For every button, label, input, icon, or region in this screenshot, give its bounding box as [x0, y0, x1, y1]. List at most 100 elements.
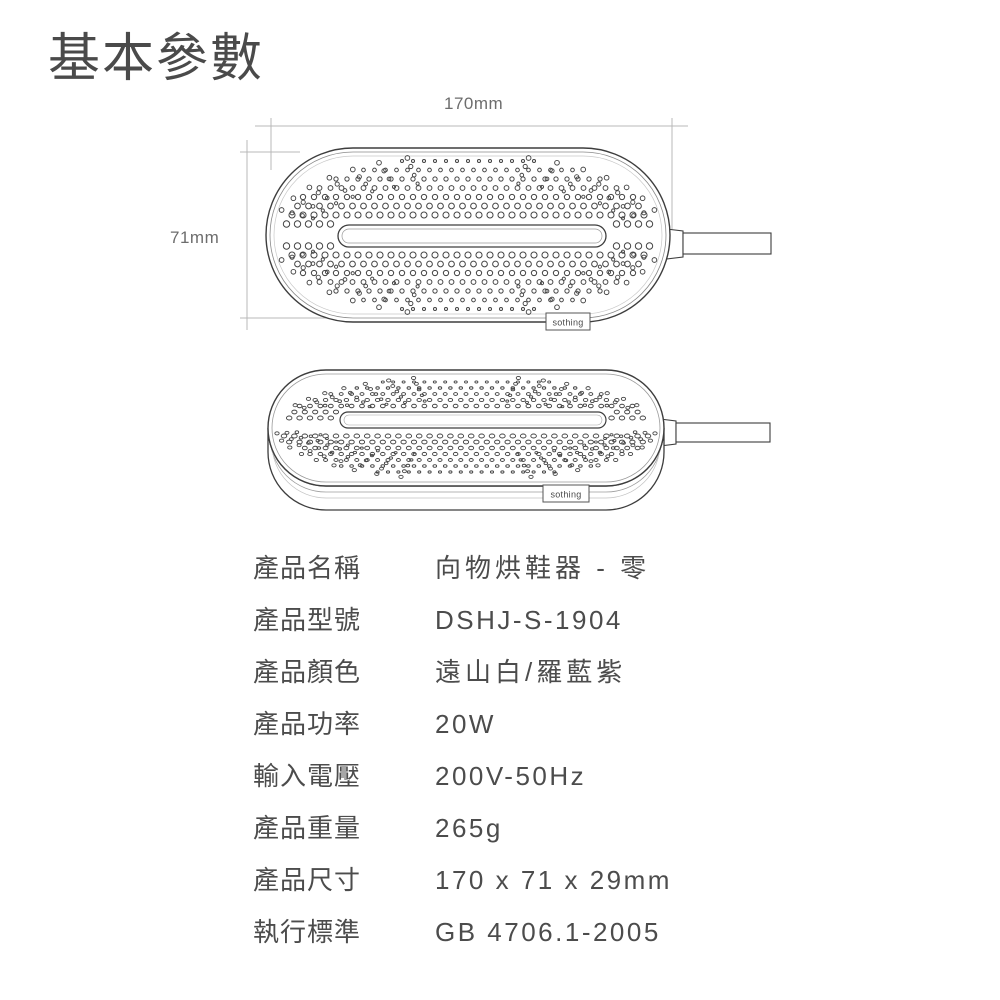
perforation-hole [540, 378, 546, 383]
perforation-hole [326, 174, 333, 181]
perforation-hole [631, 213, 636, 218]
perforation-hole [526, 464, 531, 468]
perforation-hole [492, 202, 499, 210]
perforation-hole [427, 458, 433, 462]
perforation-hole [400, 439, 407, 445]
perforation-hole [325, 443, 330, 447]
perforation-hole [589, 447, 595, 451]
perforation-hole [393, 185, 400, 191]
perspective-center-slot [339, 411, 607, 429]
perforation-hole [341, 386, 347, 391]
spec-value: 265g [435, 813, 503, 843]
perforation-hole [327, 415, 335, 421]
perforation-hole [623, 433, 631, 439]
perforation-hole [408, 163, 414, 170]
perforation-hole [403, 400, 407, 404]
perforation-hole [421, 451, 428, 457]
perforation-hole [613, 409, 620, 415]
perforation-hole [448, 279, 455, 285]
perforation-hole [459, 260, 466, 268]
perforation-hole [322, 397, 329, 403]
perforation-hole [515, 403, 521, 409]
perforation-hole [344, 288, 350, 294]
perforation-hole [484, 380, 489, 384]
perforation-hole [602, 260, 609, 268]
perforation-hole [499, 458, 505, 462]
perspective-view-cable [651, 417, 771, 448]
perforation-hole [315, 190, 321, 196]
perforation-hole [497, 269, 505, 277]
perforation-hole [541, 386, 547, 390]
perforation-hole [381, 168, 387, 174]
perforation-hole [513, 381, 519, 386]
perforation-hole [338, 392, 344, 396]
perforation-hole [473, 403, 480, 409]
perforation-hole [556, 403, 563, 409]
perforation-hole [591, 185, 598, 191]
perforation-hole [585, 211, 593, 219]
perforation-hole [629, 269, 637, 277]
perforation-hole [609, 433, 614, 437]
perforation-hole [395, 458, 401, 462]
perforation-hole [288, 251, 296, 259]
perforation-hole [503, 202, 510, 210]
top-perforations [278, 155, 658, 315]
perforation-hole [492, 185, 499, 191]
perforation-hole [421, 439, 428, 445]
perforation-hole [574, 174, 580, 180]
perforation-hole [364, 445, 371, 451]
perforation-hole [307, 403, 313, 409]
perforation-hole [547, 380, 552, 384]
perforation-hole [552, 251, 560, 259]
perforation-hole [459, 185, 466, 191]
perforation-hole [557, 464, 562, 468]
perforation-hole [334, 181, 340, 187]
perforation-hole [453, 251, 461, 259]
perforation-hole [324, 195, 330, 201]
perforation-hole [306, 441, 311, 445]
perforation-hole [519, 172, 525, 178]
perforation-hole [528, 474, 534, 479]
perforation-hole [551, 433, 558, 439]
perforation-hole [620, 261, 626, 266]
perforation-hole [487, 306, 493, 312]
perforation-hole [415, 202, 422, 210]
perforation-hole [509, 433, 517, 439]
perforation-hole [457, 433, 465, 439]
perforation-hole [280, 433, 288, 439]
perforation-hole [525, 400, 529, 404]
perforation-hole [521, 470, 526, 474]
perforation-hole [620, 204, 626, 209]
perforation-hole [285, 415, 293, 421]
perforation-hole [629, 211, 637, 219]
perforation-hole [374, 471, 380, 476]
perforation-hole [515, 167, 520, 173]
perforation-hole [443, 380, 448, 384]
perforation-hole [409, 251, 417, 259]
perforation-hole [354, 193, 362, 201]
perforation-hole [310, 216, 316, 221]
perforation-hole [294, 260, 301, 268]
perforation-hole [531, 158, 537, 164]
perforation-hole [478, 397, 485, 403]
perforation-hole [431, 251, 439, 259]
perforation-hole [597, 288, 603, 294]
perforation-hole [494, 464, 500, 468]
perforation-hole [454, 176, 460, 182]
perforation-hole [307, 449, 313, 453]
perforation-hole [515, 297, 520, 303]
spec-value: 20W [435, 709, 496, 739]
perforation-hole [327, 260, 334, 268]
perforation-hole [499, 397, 506, 403]
perforation-hole [586, 176, 592, 182]
perforation-hole [426, 445, 433, 451]
perforation-hole [463, 451, 469, 457]
perforation-hole [593, 458, 599, 462]
perforation-hole [398, 395, 404, 399]
perforation-hole [541, 251, 549, 259]
perforation-hole [514, 279, 521, 285]
perforation-hole [596, 283, 602, 289]
spec-label: 執行標準 [253, 917, 362, 947]
perforation-hole [338, 279, 345, 285]
